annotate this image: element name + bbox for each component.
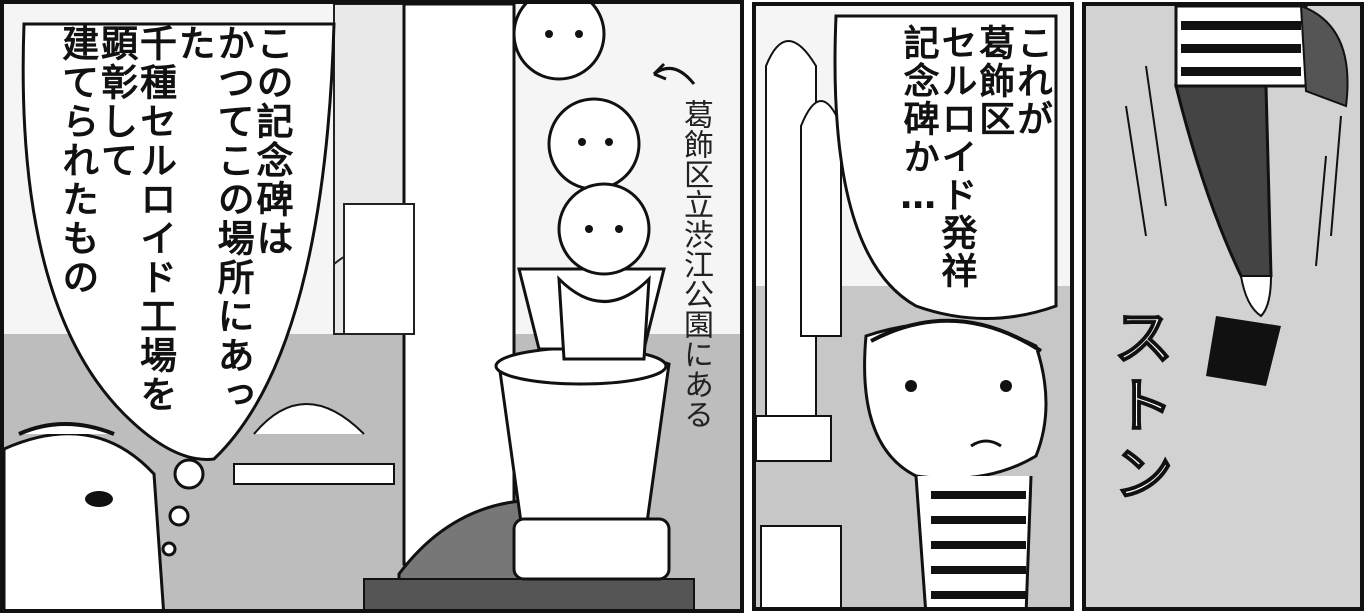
speech-middle-line-4: 記念碑か… bbox=[897, 24, 939, 219]
speech-middle-text: これが 葛飾区 セルロイド発祥 記念碑か… bbox=[897, 24, 1052, 314]
speech-left-text: この記念碑は かつてこの場所にあった 千種セルロイド工場を 顕彰して 建てられた… bbox=[55, 24, 293, 444]
panel-middle: これが 葛飾区 セルロイド発祥 記念碑か… bbox=[752, 2, 1074, 611]
speech-left-line-4: 顕彰して bbox=[94, 24, 138, 180]
panel-middle-art bbox=[756, 14, 1070, 607]
speech-middle-line-2: 葛飾区 bbox=[973, 24, 1015, 138]
panel-right: ストン bbox=[1082, 2, 1364, 611]
speech-middle-line-3: セルロイド発祥 bbox=[935, 24, 977, 290]
speech-left-line-1: この記念碑は bbox=[250, 24, 293, 258]
sfx-sutton: ストン bbox=[1102, 305, 1174, 511]
monument-caption: 葛飾区立渋江公園にある bbox=[678, 99, 713, 429]
speech-left-line-2: かつてこの場所にあった bbox=[172, 24, 255, 414]
panel-left: この記念碑は かつてこの場所にあった 千種セルロイド工場を 顕彰して 建てられた… bbox=[0, 0, 744, 613]
speech-left-line-3: 千種セルロイド工場を bbox=[133, 24, 177, 414]
panel-left-art bbox=[4, 4, 740, 609]
speech-left-line-5: 建てられたもの bbox=[55, 24, 99, 297]
panel-right-art bbox=[1086, 6, 1360, 607]
speech-middle-line-1: これが bbox=[1011, 24, 1052, 138]
